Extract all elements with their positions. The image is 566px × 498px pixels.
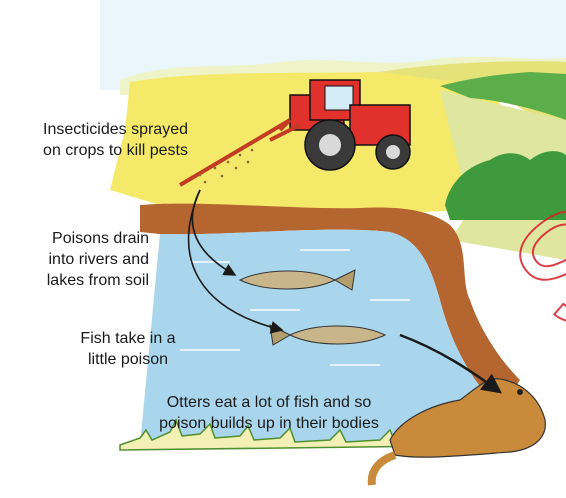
- label-drain-line1: Poisons drain: [12, 228, 149, 249]
- label-drain: Poisons drain into rivers and lakes from…: [12, 228, 149, 291]
- label-insecticides: Insecticides sprayed on crops to kill pe…: [8, 119, 188, 161]
- label-insecticides-line1: Insecticides sprayed: [8, 119, 188, 140]
- label-otters-line1: Otters eat a lot of fish and so: [130, 392, 408, 413]
- label-drain-line3: lakes from soil: [12, 270, 149, 291]
- label-fish: Fish take in a little poison: [58, 328, 198, 370]
- label-fish-line1: Fish take in a: [58, 328, 198, 349]
- label-otters: Otters eat a lot of fish and so poison b…: [130, 392, 408, 434]
- label-fish-line2: little poison: [58, 349, 198, 370]
- label-otters-line2: poison builds up in their bodies: [130, 413, 408, 434]
- label-insecticides-line2: on crops to kill pests: [8, 140, 188, 161]
- label-drain-line2: into rivers and: [12, 249, 149, 270]
